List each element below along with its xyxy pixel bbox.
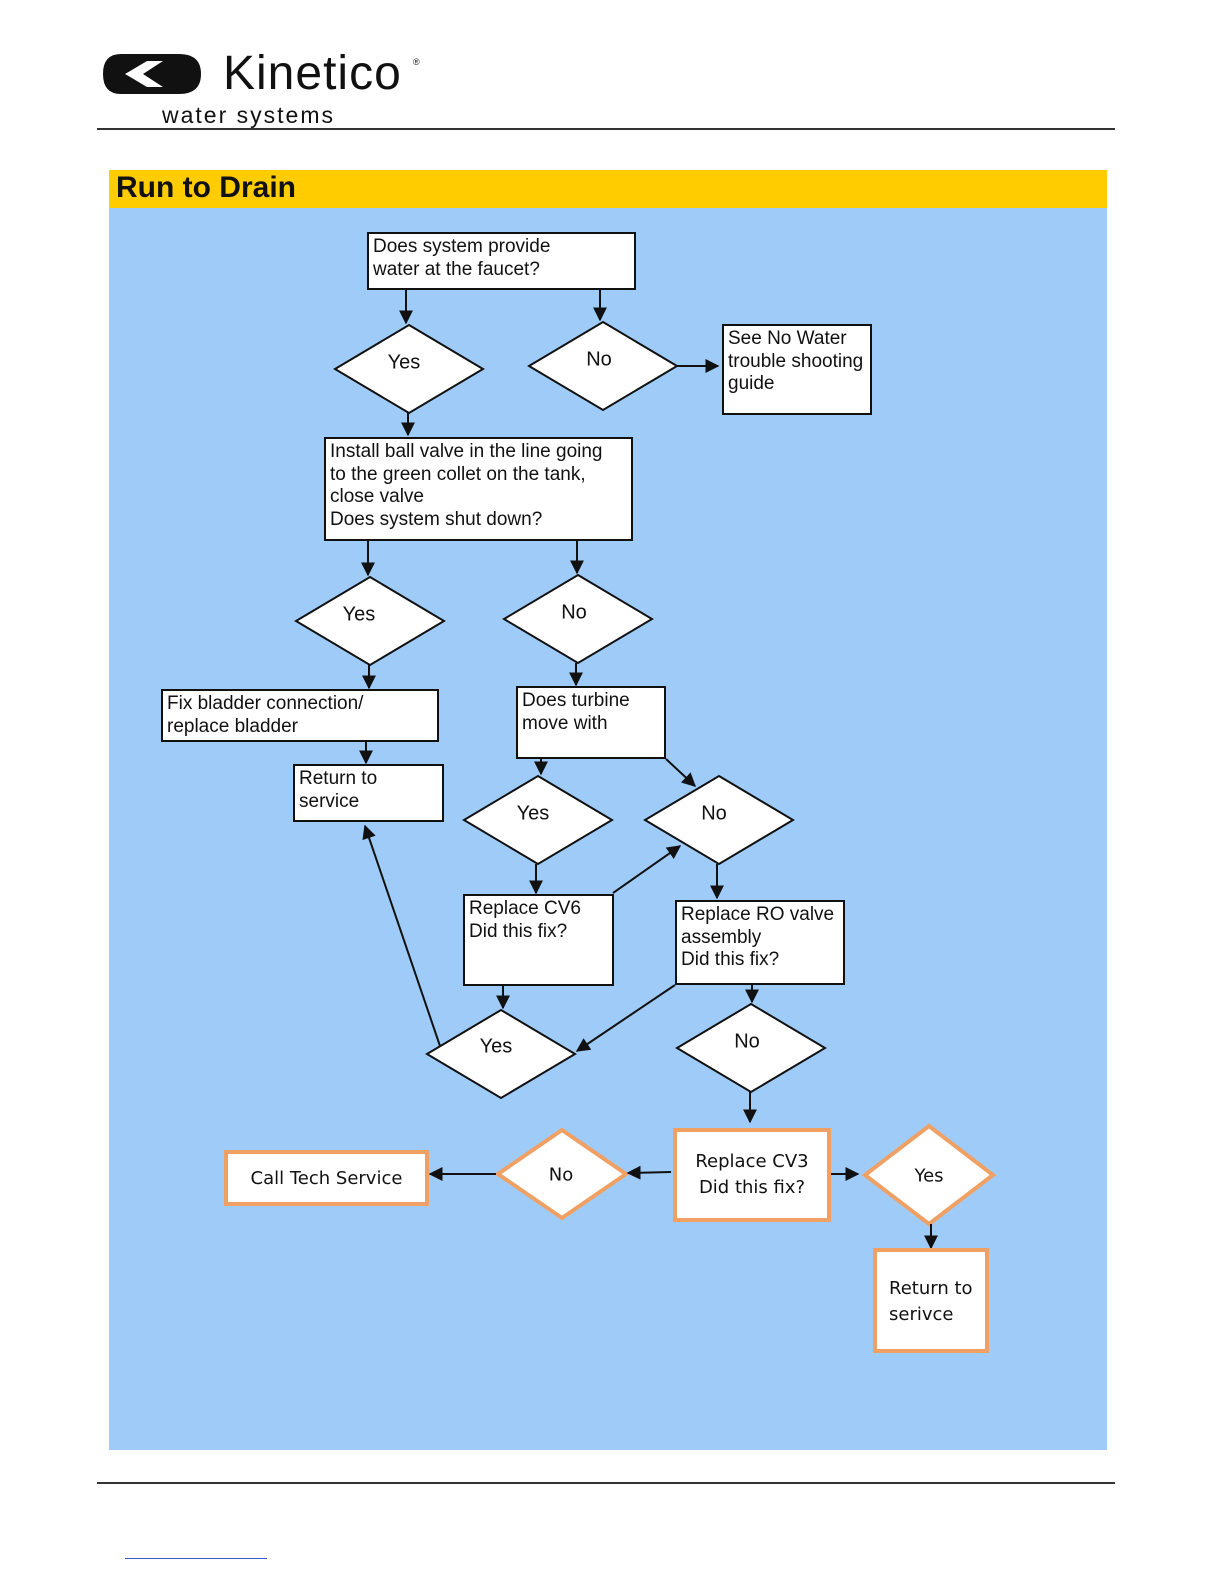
fix-bladder-box: Fix bladder connection/ replace bladder xyxy=(161,689,439,742)
kinetico-logo-mark-icon xyxy=(103,54,201,94)
d2-yes-label: Yes xyxy=(342,603,376,626)
see-no-water-guide-box: See No Water trouble shooting guide xyxy=(722,324,872,415)
replace-cv3-box: Replace CV3 Did this fix? xyxy=(673,1128,831,1222)
d4-yes-label: Yes xyxy=(479,1035,513,1058)
title-bar: Run to Drain xyxy=(109,170,1107,208)
kinetico-logo: Kinetico ® water systems xyxy=(95,47,435,128)
return-to-serivce-box: Return to serivce xyxy=(873,1248,989,1353)
return-to-service-box: Return to service xyxy=(293,764,444,822)
replace-cv6-box: Replace CV6 Did this fix? xyxy=(463,894,614,986)
brand-name: Kinetico xyxy=(223,47,402,100)
decision-diamond-d1-no xyxy=(527,320,679,412)
decision-diamond-d5-no xyxy=(494,1127,630,1221)
d4-no-label: No xyxy=(734,1030,760,1053)
registered-mark: ® xyxy=(413,57,420,67)
d5-no-label: No xyxy=(548,1164,574,1186)
does-turbine-move-box: Does turbine move with xyxy=(516,686,666,759)
footer-link-underline xyxy=(125,1558,267,1559)
d3-no-label: No xyxy=(701,802,727,825)
d1-yes-label: Yes xyxy=(387,351,421,374)
decision-diamond-d3-yes xyxy=(462,774,614,866)
replace-ro-valve-box: Replace RO valve assembly Did this fix? xyxy=(675,900,845,985)
decision-diamond-d4-yes xyxy=(425,1008,577,1100)
page-title: Run to Drain xyxy=(116,171,296,204)
d1-no-label: No xyxy=(586,348,612,371)
header-rule xyxy=(97,128,1115,130)
question-water-at-faucet: Does system provide water at the faucet? xyxy=(367,232,636,290)
d5-yes-label: Yes xyxy=(914,1165,944,1187)
decision-diamond-d2-no xyxy=(502,573,654,665)
decision-diamond-d3-no xyxy=(643,774,795,866)
decision-diamond-d5-yes xyxy=(861,1123,997,1227)
install-ball-valve-box: Install ball valve in the line going to … xyxy=(324,437,633,541)
d3-yes-label: Yes xyxy=(516,802,550,825)
footer-rule xyxy=(97,1482,1115,1484)
d2-no-label: No xyxy=(561,601,587,624)
brand-tagline: water systems xyxy=(162,102,335,128)
call-tech-service-box: Call Tech Service xyxy=(224,1150,429,1206)
